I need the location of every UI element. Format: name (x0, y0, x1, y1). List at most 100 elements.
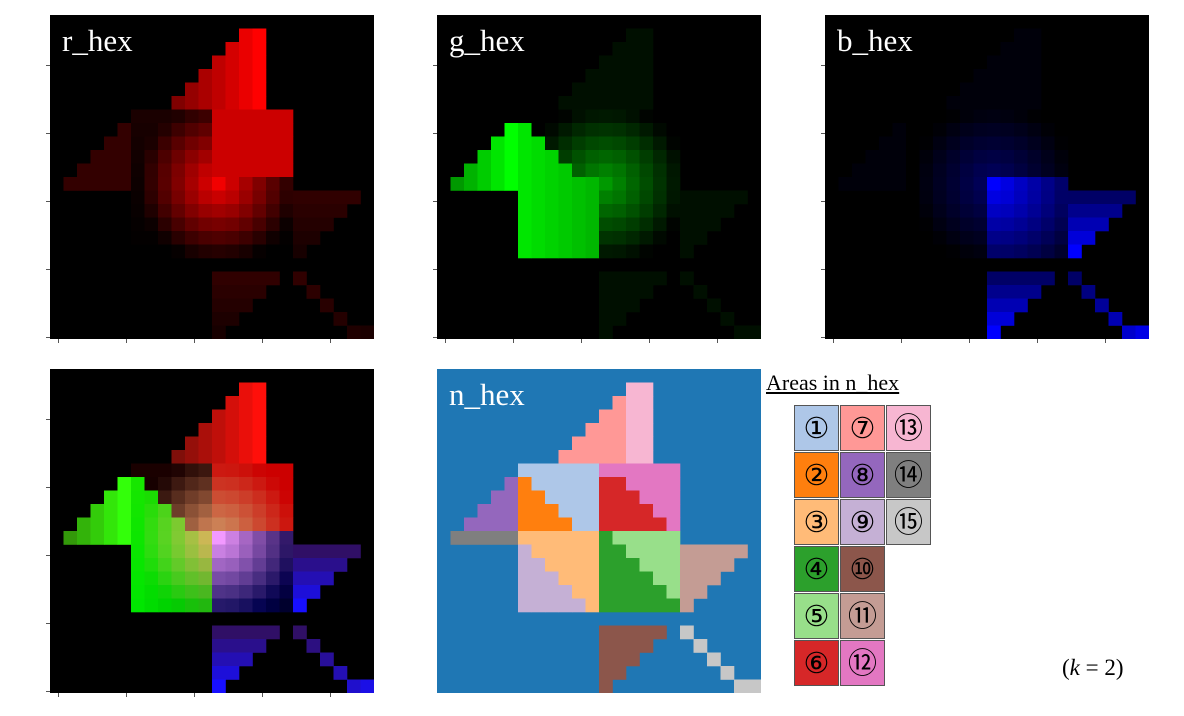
b-pixel (1054, 204, 1069, 218)
area-8-pixel (491, 504, 505, 518)
area-12-pixel (666, 517, 681, 532)
g-pixel (612, 69, 627, 83)
rgb-pixel (279, 477, 294, 491)
rgb-pixel (212, 504, 226, 518)
r-pixel (104, 177, 118, 191)
rgb-pixel (117, 490, 132, 505)
rgb-pixel (266, 517, 280, 532)
r-pixel (185, 204, 199, 218)
b-pixel (919, 163, 934, 178)
area-6-pixel (639, 517, 654, 532)
rgb-pixel (198, 558, 213, 572)
rgb-pixel (266, 531, 280, 545)
b-pixel (1014, 204, 1028, 218)
r-pixel (198, 217, 213, 232)
g-pixel (599, 231, 613, 245)
b-pixel (1000, 217, 1015, 232)
rgb-pixel (212, 558, 226, 572)
rgb-pixel (198, 585, 213, 599)
b-pixel (933, 163, 947, 178)
r-pixel (279, 163, 294, 178)
g-pixel (612, 109, 627, 124)
legend-title: Areas in n_hex (766, 370, 900, 395)
area-1-pixel (585, 490, 600, 505)
area-11-pixel (680, 558, 694, 572)
b-pixel (1000, 42, 1015, 56)
b-pixel (879, 177, 893, 191)
rgb-pixel (198, 531, 213, 545)
g-hex-label: g_hex (449, 23, 525, 58)
r-pixel (212, 271, 226, 286)
r-pixel (252, 204, 267, 218)
g-pixel (612, 150, 627, 164)
r-pixel (252, 55, 267, 70)
area-10-pixel (599, 625, 613, 640)
area-9-pixel (518, 571, 532, 586)
b-pixel (919, 150, 934, 164)
area-7-pixel (585, 436, 600, 451)
r-pixel (266, 109, 280, 124)
rgb-pixel (158, 477, 172, 491)
area-5-pixel (666, 558, 681, 572)
area-12-pixel (666, 490, 681, 505)
g-pixel (693, 231, 708, 245)
g-pixel (518, 217, 532, 232)
g-pixel (693, 285, 708, 299)
rgb-pixel (252, 504, 267, 518)
r-pixel (171, 109, 186, 124)
rgb-pixel (279, 463, 294, 478)
rgb-pixel (225, 463, 240, 478)
g-pixel (531, 244, 546, 259)
g-pixel (693, 190, 708, 205)
r-pixel (225, 96, 240, 110)
area-13-pixel (639, 396, 654, 410)
r-pixel (239, 204, 253, 218)
area-4-pixel (666, 598, 681, 613)
rgb-pixel (252, 409, 267, 424)
area-6-pixel (626, 517, 640, 532)
g-pixel (545, 204, 559, 218)
axis-tick (821, 337, 825, 338)
n-hex-area-map (437, 369, 761, 693)
g-pixel (518, 123, 532, 137)
r-pixel (212, 285, 226, 299)
rgb-pixel (252, 450, 267, 464)
r-pixel (306, 204, 321, 218)
area-1-pixel (545, 490, 559, 505)
axis-tick (433, 65, 437, 66)
b-pixel (1014, 163, 1028, 178)
b-pixel (1014, 136, 1028, 151)
g-pixel (585, 136, 600, 151)
r-pixel (158, 150, 172, 164)
legend-area-5: ⑤ (794, 593, 839, 639)
r-pixel (144, 217, 159, 232)
b-pixel (987, 177, 1001, 191)
g-pixel (572, 96, 586, 110)
g-pixel (599, 109, 613, 124)
r-pixel (225, 298, 240, 313)
rgb-pixel (212, 517, 226, 532)
r-pixel (212, 177, 226, 191)
area-2-pixel (531, 490, 546, 505)
g-hex-panel: g_hex (437, 15, 761, 339)
r-pixel (252, 42, 267, 56)
b-pixel (1081, 217, 1096, 232)
b-pixel (1014, 69, 1028, 83)
g-pixel (720, 312, 735, 326)
r-pixel (131, 123, 145, 137)
rgb-pixel (239, 490, 253, 505)
b-pixel (960, 82, 974, 97)
axis-tick (46, 691, 50, 692)
g-pixel (518, 163, 532, 178)
area-11-pixel (680, 585, 694, 599)
rgb-pixel (239, 625, 253, 640)
g-pixel (599, 150, 613, 164)
r-pixel (198, 190, 213, 205)
b-pixel (1014, 123, 1028, 137)
area-6-pixel (612, 490, 627, 505)
rgb-pixel (239, 531, 253, 545)
b-pixel (1000, 244, 1015, 259)
area-13-pixel (626, 436, 640, 451)
g-pixel (531, 150, 546, 164)
r-pixel (239, 285, 253, 299)
